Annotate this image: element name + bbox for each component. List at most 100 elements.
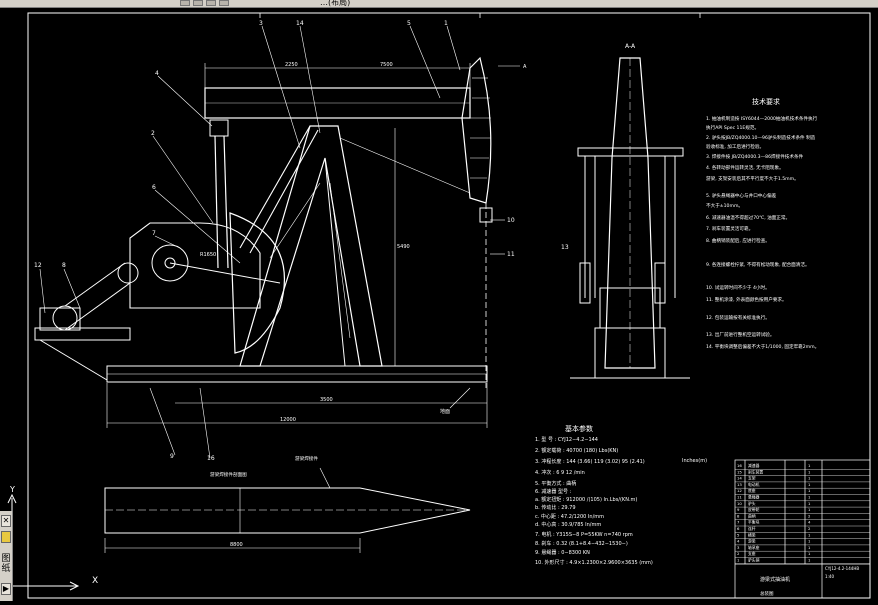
param-line: 9. 悬绳器 : 0−8300 KN xyxy=(535,549,590,556)
bom-item-no: 10 xyxy=(737,501,742,506)
params-title: 基本参数 xyxy=(565,424,593,433)
close-icon[interactable]: ✕ xyxy=(1,515,11,527)
tech-item: 13. 出厂前进行整机空运转试验。 xyxy=(706,331,775,338)
tech-requirements: 1. 抽油机制造按 ISY6044—2000抽油机技术条件执行 执行API Sp… xyxy=(706,115,819,350)
param-line: 6. 减速器 型号 : xyxy=(535,488,572,495)
bom-item-name: 横梁 xyxy=(748,532,756,537)
bom-item-qty: 1 xyxy=(808,476,811,481)
bom-item-name: 支座 xyxy=(748,551,756,556)
bom-item-qty: 1 xyxy=(808,551,811,556)
bom-item-qty: 1 xyxy=(808,495,811,500)
bom-item-no: 13 xyxy=(737,482,742,487)
toolbar-text: …(布局) xyxy=(320,0,351,7)
drawing-canvas[interactable]: 3 14 5 1 4 2 6 7 8 12 10 11 13 9 16 2250… xyxy=(0,8,878,601)
param-line: 4. 冲次 : 6 9 12 /min xyxy=(535,469,585,476)
param-line: 3. 冲程长度 : 144 (3.66) 119 (3.02) 95 (2.41… xyxy=(535,458,645,465)
title-drawing-no: CYJ12-4.2-144HB xyxy=(825,566,859,571)
dim-front: 3500 xyxy=(320,397,333,403)
bom-item-qty: 1 xyxy=(808,463,811,468)
balloon: 10 xyxy=(507,217,515,224)
balloon: 12 xyxy=(34,262,42,269)
motor xyxy=(39,307,81,331)
param-line: a. 额定扭矩 : 912000 /(105) In.Lbs/(KN.m) xyxy=(535,496,637,503)
detail-label2: 游梁焊接件 xyxy=(295,455,318,462)
basic-params: 1. 型 号 : CYJ12−4.2−144 2. 额定载荷 : 40700 (… xyxy=(535,436,653,566)
param-line: 5. 平衡方式 : 曲柄 xyxy=(535,480,576,487)
ucs-x-label: X xyxy=(92,576,98,586)
param-line: 1. 型 号 : CYJ12−4.2−144 xyxy=(535,436,598,443)
bom-item-name: 轴承座 xyxy=(748,545,760,550)
bom-item-qty: 1 xyxy=(808,507,811,512)
param-line: 10. 外形尺寸 : 4.9×1.2300×2.9600×3635 (mm) xyxy=(535,559,653,566)
param-line: 2. 额定载荷 : 40700 (180) Lbs(KN) xyxy=(535,447,618,454)
tech-item: 不大于±10mm。 xyxy=(706,202,743,209)
balloon: 13 xyxy=(561,244,569,251)
dim-beam-top: 2250 xyxy=(285,62,298,68)
param-line: 8. 刹车 : 0.32 (8.1+8.4−432−1530−) xyxy=(535,540,628,547)
border-ticks xyxy=(259,13,701,18)
toolbar-icon-d[interactable] xyxy=(219,0,229,6)
pitman-right xyxy=(223,135,229,269)
detail-view xyxy=(104,467,471,553)
tech-item: 6. 减速器油温不得超过70℃, 油面正常。 xyxy=(706,214,790,221)
tech-item: 1. 抽油机制造按 ISY6044—2000抽油机技术条件执行 xyxy=(706,115,818,122)
bom-item-qty: 1 xyxy=(808,501,811,506)
bom-item-qty: 1 xyxy=(808,482,811,487)
gear-pinion xyxy=(117,262,139,284)
bom-item-name: 连杆 xyxy=(748,526,756,531)
balloon: 3 xyxy=(259,20,263,27)
dim-crank: R1650 xyxy=(200,252,216,258)
gear-big xyxy=(151,244,189,282)
tech-item: 游梁, 支架安装后其不平行度不大于1.5mm。 xyxy=(706,175,799,182)
dim-base: 12000 xyxy=(280,417,296,423)
bom-item-no: 7 xyxy=(737,520,740,525)
balloon: 8 xyxy=(62,262,66,269)
balloon: 2 xyxy=(151,130,155,137)
tech-item: 验收标准, 加工后进行检验。 xyxy=(706,143,764,150)
title-drawing-name: 游梁式抽油机 xyxy=(760,576,790,583)
toolbar-icon-c[interactable] xyxy=(206,0,216,6)
bom-item-name: 悬绳器 xyxy=(748,495,760,500)
bom-item-qty: 1 xyxy=(808,532,811,537)
bom-item-no: 14 xyxy=(737,476,742,481)
section-label: A-A xyxy=(625,43,636,50)
balloon: 14 xyxy=(296,20,304,27)
toolbar-icon-a[interactable] xyxy=(180,0,190,6)
toolbar-icon-b[interactable] xyxy=(193,0,203,6)
tech-item: 5. 驴头悬绳器中心与井口中心偏差 xyxy=(706,192,777,199)
bom-item-no: 6 xyxy=(737,526,740,531)
side-panel: ✕ 图纸 ▶ xyxy=(0,511,13,601)
bom-item-qty: 1 xyxy=(808,469,811,474)
dimension-texts: 2250 7500 12000 3500 5490 R1650 地面 A xyxy=(200,62,527,423)
bom-item-no: 16 xyxy=(737,463,742,468)
bom-item-no: 8 xyxy=(737,513,740,518)
top-toolbar: …(布局) xyxy=(0,0,878,8)
panel-icon[interactable] xyxy=(1,531,11,543)
bom-item-no: 9 xyxy=(737,507,740,512)
ucs-y-label: Y xyxy=(9,485,15,494)
cad-drawing[interactable]: 3 14 5 1 4 2 6 7 8 12 10 11 13 9 16 2250… xyxy=(0,8,878,601)
elevation-view xyxy=(34,25,520,459)
balloon: 6 xyxy=(152,184,156,191)
bom-item-no: 12 xyxy=(737,488,742,493)
balloon: 5 xyxy=(407,20,411,27)
param-line: b. 传动比 : 29.79 xyxy=(535,504,576,511)
bom-item-name: 减速器 xyxy=(748,463,760,468)
balloon: 4 xyxy=(155,70,159,77)
tech-item: 3. 焊接件按 JB/ZQ4000.3—86焊接件技术条件 xyxy=(706,153,804,160)
bom-item-name: 底座 xyxy=(748,488,756,493)
carrier-bar xyxy=(479,207,493,223)
balloon: 16 xyxy=(207,455,215,462)
bom-item-no: 4 xyxy=(737,539,740,544)
samson-post xyxy=(239,125,383,367)
bom-item-name: 电动机 xyxy=(748,482,760,487)
bom-item-no: 11 xyxy=(737,495,742,500)
play-icon[interactable]: ▶ xyxy=(1,583,11,595)
param-line: c. 中心距 : 47.2/1200 In/mm xyxy=(535,513,604,520)
detail-label: 游梁焊接件剖面图 xyxy=(210,471,247,478)
motor-pulley xyxy=(52,305,78,331)
title-scale: 1:40 xyxy=(825,574,834,579)
tech-item: 11. 整机涂漆, 外表面颜色按用户要求。 xyxy=(706,296,787,303)
dim-height: 5490 xyxy=(397,244,410,250)
